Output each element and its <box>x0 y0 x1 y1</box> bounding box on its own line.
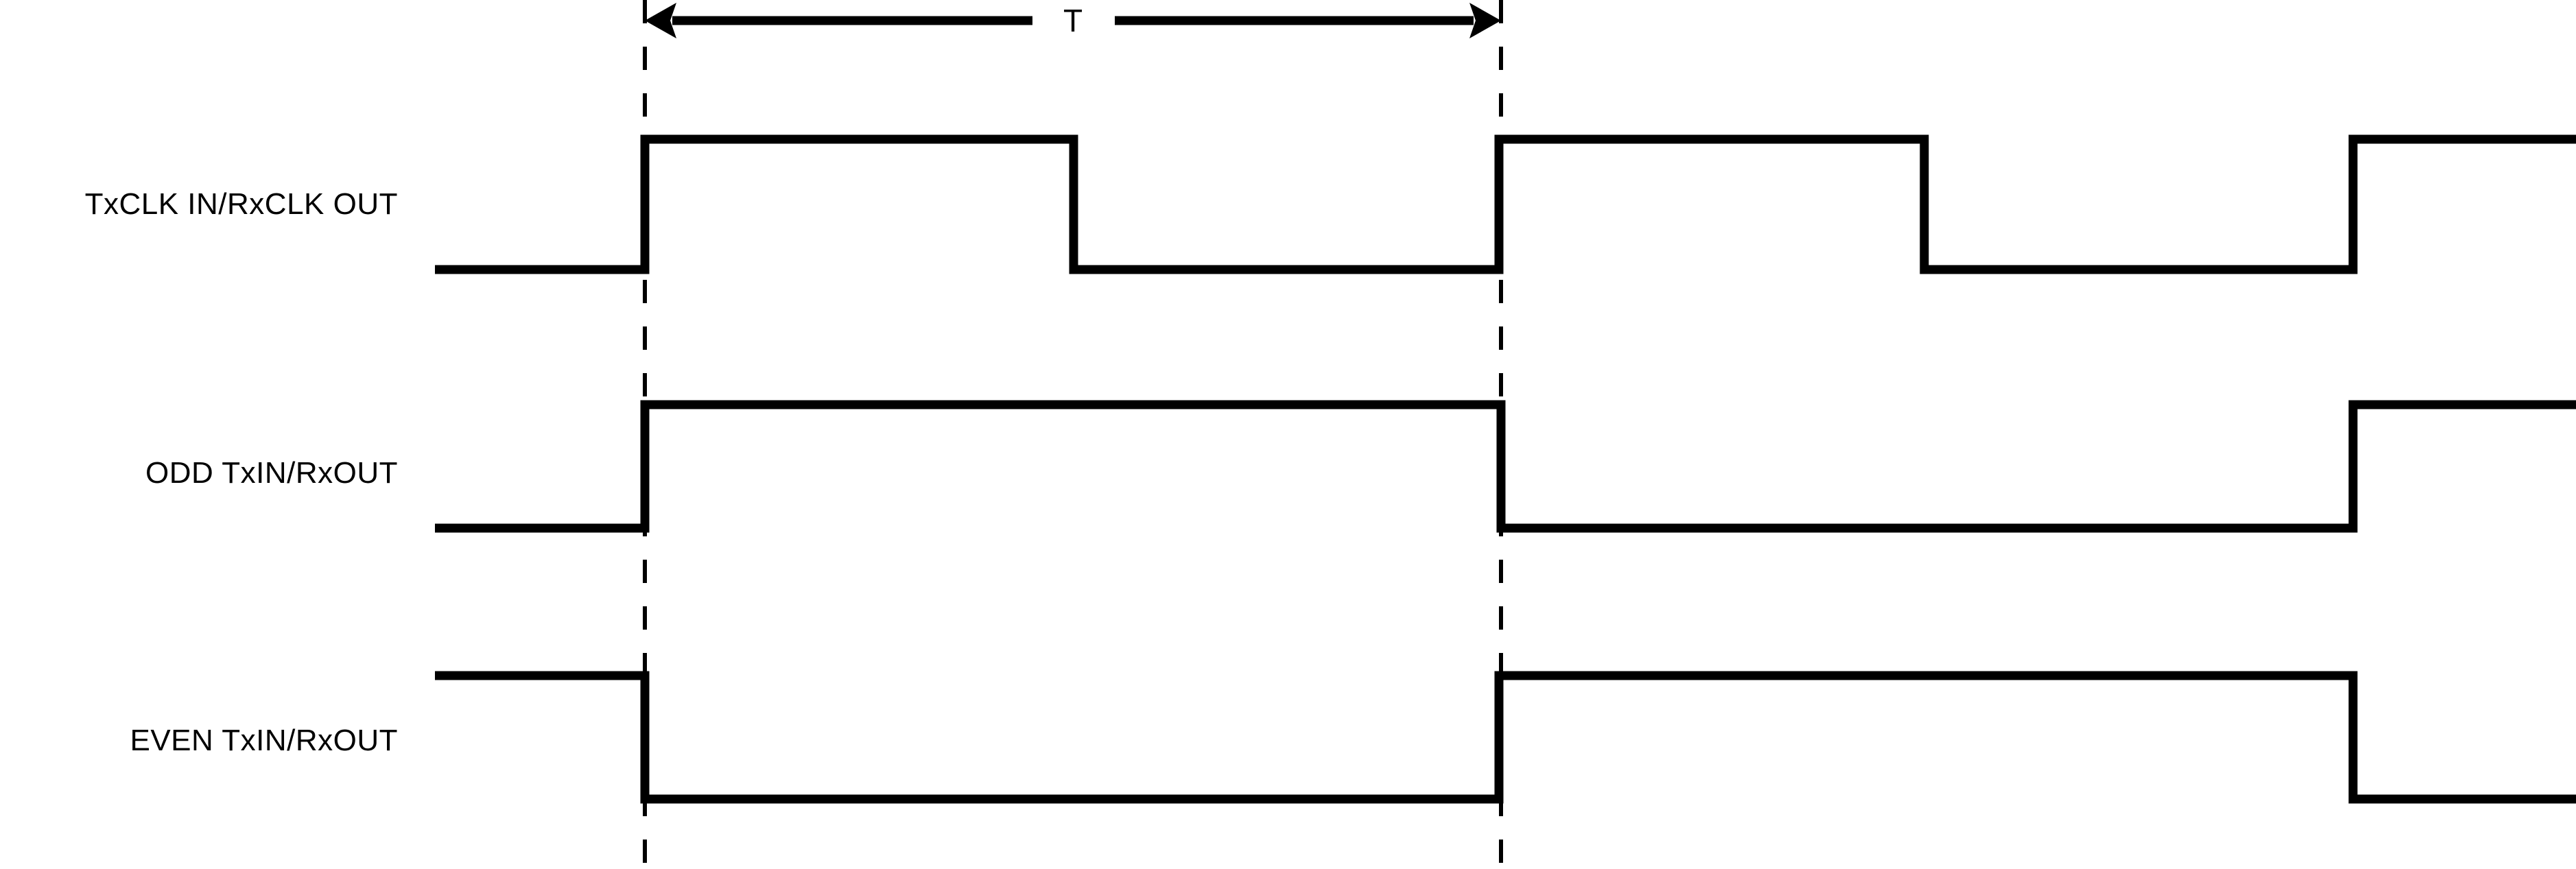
waveform-odd-txin-rxout <box>435 400 2576 533</box>
period-arrow-right-head-icon <box>1469 3 1501 38</box>
signal-label-txclk-rxclk: TxCLK IN/RxCLK OUT <box>84 187 398 221</box>
waveform-txclk-rxclk <box>435 134 2576 274</box>
waveform-even-txin-rxout <box>435 671 2576 804</box>
period-label-T: T <box>1063 3 1083 38</box>
period-arrow-group <box>645 3 1501 38</box>
period-marker-group <box>643 0 1503 869</box>
waveform-group <box>435 134 2576 804</box>
signal-label-odd-txin-rxout: ODD TxIN/RxOUT <box>145 456 398 490</box>
period-arrow-left-head-icon <box>645 3 676 38</box>
signal-label-even-txin-rxout: EVEN TxIN/RxOUT <box>130 724 398 757</box>
